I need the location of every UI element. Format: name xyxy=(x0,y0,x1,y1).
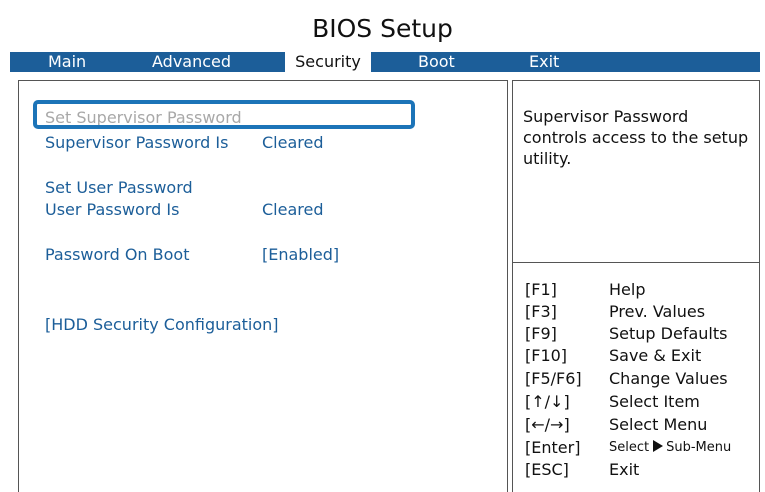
key-enter-desc-prefix: Select xyxy=(609,440,650,455)
key-left-right: [←/→] xyxy=(525,415,570,434)
page-title: BIOS Setup xyxy=(312,14,453,43)
set-supervisor-password-item[interactable]: Set Supervisor Password xyxy=(45,108,242,127)
password-on-boot-value[interactable]: [Enabled] xyxy=(262,245,340,264)
selection-highlight xyxy=(33,100,415,129)
key-f9-desc: Setup Defaults xyxy=(609,324,728,343)
key-esc-desc: Exit xyxy=(609,460,640,479)
hdd-security-configuration-item[interactable]: [HDD Security Configuration] xyxy=(45,315,279,334)
triangle-right-icon xyxy=(653,440,664,452)
supervisor-password-status-label: Supervisor Password Is xyxy=(45,133,229,152)
key-up-down-desc: Select Item xyxy=(609,392,700,411)
supervisor-password-status-value: Cleared xyxy=(262,133,324,152)
key-esc: [ESC] xyxy=(525,460,569,479)
key-f1: [F1] xyxy=(525,280,557,299)
key-legend-panel xyxy=(512,262,760,492)
help-text: Supervisor Password controls access to t… xyxy=(523,107,749,168)
settings-panel xyxy=(18,80,508,492)
user-password-status-value: Cleared xyxy=(262,200,324,219)
set-user-password-item[interactable]: Set User Password xyxy=(45,178,193,197)
password-on-boot-label[interactable]: Password On Boot xyxy=(45,245,190,264)
key-left-right-desc: Select Menu xyxy=(609,415,708,434)
tab-boot[interactable]: Boot xyxy=(418,52,455,71)
key-f3: [F3] xyxy=(525,302,557,321)
key-up-down: [↑/↓] xyxy=(525,392,570,411)
tab-security[interactable]: Security xyxy=(285,52,371,72)
key-f5-f6-desc: Change Values xyxy=(609,369,728,388)
key-enter-desc-suffix: Sub-Menu xyxy=(666,440,732,455)
tab-exit[interactable]: Exit xyxy=(529,52,560,71)
key-enter: [Enter] xyxy=(525,438,581,457)
tab-advanced[interactable]: Advanced xyxy=(152,52,232,71)
key-enter-desc: Select Sub-Menu xyxy=(609,437,731,459)
key-f10: [F10] xyxy=(525,346,568,365)
user-password-status-label: User Password Is xyxy=(45,200,180,219)
tab-main[interactable]: Main xyxy=(48,52,87,71)
key-f10-desc: Save & Exit xyxy=(609,346,702,365)
key-f3-desc: Prev. Values xyxy=(609,302,706,321)
menu-bar: Main Advanced Security Boot Exit xyxy=(10,52,760,72)
key-f9: [F9] xyxy=(525,324,557,343)
key-f5-f6: [F5/F6] xyxy=(525,369,582,388)
key-f1-desc: Help xyxy=(609,280,646,299)
